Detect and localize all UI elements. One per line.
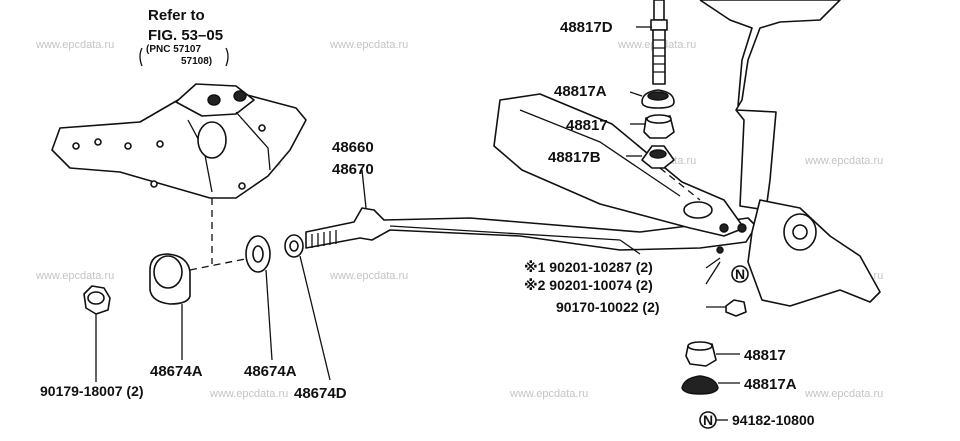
label-48817-bottom: 48817	[744, 347, 786, 364]
label-48817A-top: 48817A	[554, 83, 607, 100]
watermark: www.epcdata.ru	[804, 388, 883, 400]
label-bolt-1: ※1 90201-10287 (2)	[524, 259, 653, 275]
label-94182: 94182-10800	[732, 412, 815, 428]
watermark: www.epcdata.ru	[329, 39, 408, 51]
washer-48674A	[245, 235, 271, 273]
label-48817A-bottom: 48817A	[744, 376, 797, 393]
reference-line-2: FIG. 53–05	[148, 27, 223, 44]
label-90170: 90170-10022 (2)	[556, 299, 660, 315]
leader-lines	[95, 26, 740, 421]
label-48674A-2: 48674A	[244, 363, 297, 380]
bracket-left	[139, 47, 143, 67]
crossmember-bracket	[51, 83, 307, 264]
watermark: www.epcdata.ru	[329, 270, 408, 282]
nut-90179	[83, 285, 111, 315]
bracket-right	[225, 47, 229, 67]
label-48670: 48670	[332, 161, 374, 178]
dash-to-arm	[659, 167, 701, 201]
reference-line-4: 57108)	[181, 56, 212, 67]
watermark: www.epcdata.ru	[209, 388, 288, 400]
stud-48817D	[650, 0, 668, 85]
label-48817B: 48817B	[548, 149, 601, 166]
reference-note: Refer to FIG. 53–05 (PNC 57107 57108)	[139, 7, 229, 67]
nut-90170	[725, 299, 747, 317]
n-mark-lower: N	[699, 411, 717, 429]
label-48660: 48660	[332, 139, 374, 156]
n-mark-text: N	[735, 266, 745, 282]
n-mark-upper: N	[731, 265, 749, 283]
part-labels: 48817D 48817A 48817 48817B 48660 48670 ※…	[40, 19, 815, 428]
label-90179: 90179-18007 (2)	[40, 383, 144, 399]
cushion-48817A-top	[641, 89, 675, 109]
lower-arm	[493, 93, 747, 254]
collar-48817-bottom	[685, 341, 717, 367]
reference-line-1: Refer to	[148, 7, 205, 24]
watermark: www.epcdata.ru	[804, 155, 883, 167]
label-48674A-1: 48674A	[150, 363, 203, 380]
collar-48817-top	[643, 114, 675, 139]
cushion-48674A-left	[149, 253, 251, 305]
steering-knuckle-strut	[699, 0, 881, 307]
watermark: www.epcdata.ru	[35, 39, 114, 51]
collar-48674D	[284, 234, 304, 258]
watermark: www.epcdata.ru	[509, 388, 588, 400]
n-mark-text: N	[703, 412, 713, 428]
label-48817-top: 48817	[566, 117, 608, 134]
watermark: www.epcdata.ru	[35, 270, 114, 282]
label-48674D: 48674D	[294, 385, 347, 402]
label-bolt-2: ※2 90201-10074 (2)	[524, 277, 653, 293]
label-48817D: 48817D	[560, 19, 613, 36]
cushion-48817A-bottom	[681, 375, 719, 395]
cushion-48817B	[641, 145, 675, 169]
reference-line-3: (PNC 57107	[146, 44, 201, 55]
